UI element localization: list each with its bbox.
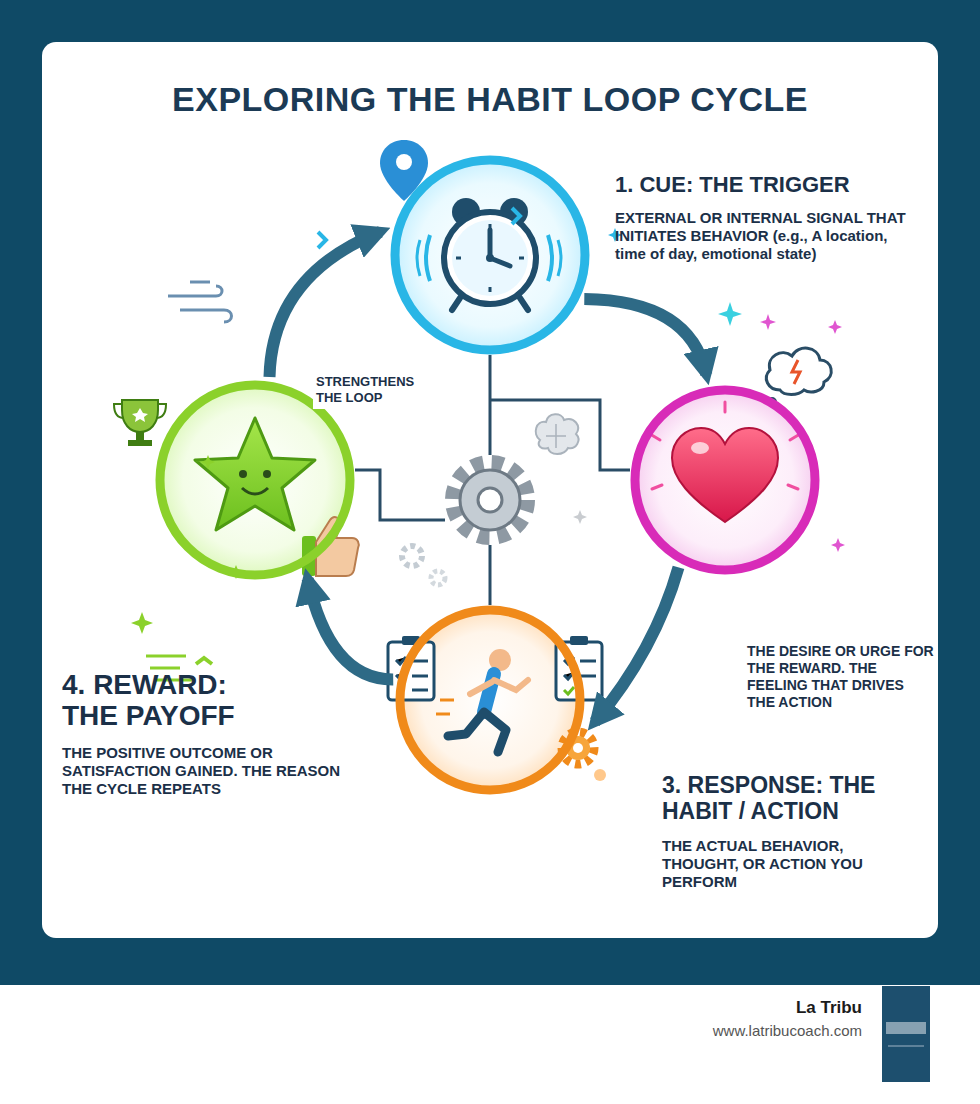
thought-cloud	[766, 348, 831, 406]
alarm-clock-icon	[417, 198, 561, 310]
chevron	[318, 232, 326, 248]
chevron	[512, 208, 520, 224]
circle-ring	[160, 385, 350, 575]
sparkle	[594, 769, 606, 781]
circle-ring	[400, 610, 580, 790]
cycle-arrow	[584, 299, 706, 375]
circle-outline	[155, 380, 355, 580]
runner-icon	[436, 649, 528, 752]
cycle-arrow	[595, 567, 679, 722]
small-gear	[402, 546, 445, 585]
loop-circle: 4. REWARD: THE PAYOFFTHE POSITIVE OUTCOM…	[155, 380, 355, 580]
loop-circle: 1. CUE: THE TRIGGEREXTERNAL OR INTERNAL …	[390, 155, 590, 355]
star-icon	[195, 418, 315, 530]
step-heading: 1. CUE: THE TRIGGER	[615, 172, 915, 197]
text-column: 4. REWARD: THE PAYOFF THE POSITIVE OUTCOM…	[62, 670, 354, 798]
craving-ground	[634, 389, 816, 571]
loop-circle: 3. RESPONSE: THE HABIT / ACTIONTHE ACTUA…	[395, 605, 585, 795]
trophy-icon	[114, 400, 166, 446]
loop-circle: THE DESIRE OR URGE FOR THE REWARD. THE F…	[630, 385, 820, 575]
reward-ground	[159, 384, 351, 576]
step-description: THE DESIRE OR URGE FOR THE REWARD. THE F…	[747, 643, 935, 711]
step-heading: 4. REWARD: THE PAYOFF	[62, 670, 247, 732]
cycle-arrow	[270, 232, 381, 377]
diagram-title: EXPLORING THE HABIT LOOP CYCLE	[42, 80, 938, 119]
footer-label: La Tribu	[600, 998, 862, 1018]
step-description: EXTERNAL OR INTERNAL SIGNAL THAT INITIAT…	[615, 209, 915, 263]
wind-lines	[168, 282, 232, 322]
step-description: THE POSITIVE OUTCOME OR SATISFACTION GAI…	[62, 744, 354, 799]
cue-ground	[394, 159, 586, 351]
cycle-arrow	[308, 579, 394, 680]
clipboard-icon	[388, 636, 434, 700]
thumbs-up-icon	[302, 517, 359, 576]
circle-outline	[630, 385, 820, 575]
text-column: THE DESIRE OR URGE FOR THE REWARD. THE F…	[747, 643, 935, 711]
heart-icon	[650, 402, 800, 522]
edge-label: STRENGTHENS THE LOOP	[313, 372, 439, 409]
center-gear	[454, 464, 526, 536]
footer-label: www.latribucoach.com	[600, 1022, 862, 1039]
circle-ring	[395, 160, 585, 350]
brain-icon	[536, 414, 579, 454]
circle-ring	[635, 390, 815, 570]
text-column: 1. CUE: THE TRIGGER EXTERNAL OR INTERNAL …	[615, 172, 915, 263]
circle-outline	[390, 155, 590, 355]
circle-outline	[395, 605, 585, 795]
sparkles	[131, 228, 845, 634]
step-description: THE ACTUAL BEHAVIOR, THOUGHT, OR ACTION …	[662, 837, 882, 892]
text-column: 3. RESPONSE: THE HABIT / ACTION THE ACTUA…	[662, 773, 920, 891]
logo-box	[882, 986, 930, 1082]
step-heading: 3. RESPONSE: THE HABIT / ACTION	[662, 773, 912, 825]
